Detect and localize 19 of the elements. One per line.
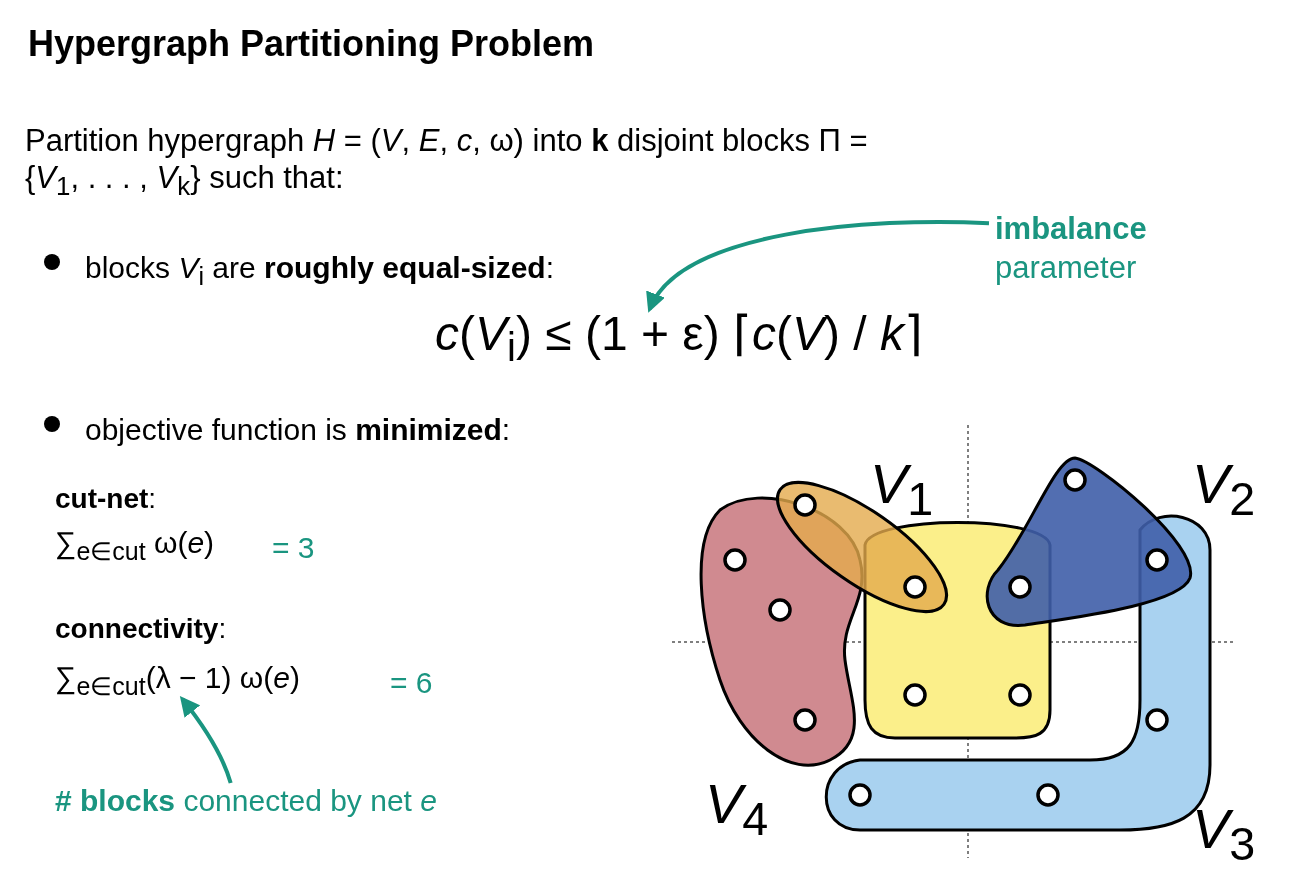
formula: c(V$_{i}$) ≤ (1 + ε) ⌈c(V) / k⌉ xyxy=(435,305,923,371)
formula: ∑$_{e∈cut}$(λ − 1) ω(e) xyxy=(55,660,300,701)
bullet-text: objective function is minimized: xyxy=(85,412,511,448)
formula-value: = 3 xyxy=(272,530,315,566)
annotation-text: # blocks connected by net e xyxy=(55,783,437,819)
block-label: V$_{1}$ xyxy=(870,451,934,528)
arrow xyxy=(179,695,233,784)
title: Hypergraph Partitioning Problem xyxy=(28,22,595,66)
formula-value: = 6 xyxy=(390,665,433,701)
paragraph: Partition hypergraph H = (V, E, c, ω) into k disjoint blocks Π = {V$_{1}$, . . . , V$_{k}$} such that: xyxy=(25,122,869,203)
formula: ∑$_{e∈cut}$ ω(e) xyxy=(55,525,215,566)
arrow xyxy=(647,220,990,313)
block-label: V$_{4}$ xyxy=(705,771,769,848)
heading: cut-net: xyxy=(55,482,157,516)
bullet-text: blocks V$_{i}$ are roughly equal-sized: xyxy=(85,250,555,291)
block-label: V$_{2}$ xyxy=(1192,451,1256,528)
heading: connectivity: xyxy=(55,612,227,646)
annotation-text: imbalance parameter xyxy=(995,210,1195,288)
block-label: V$_{3}$ xyxy=(1192,796,1256,873)
